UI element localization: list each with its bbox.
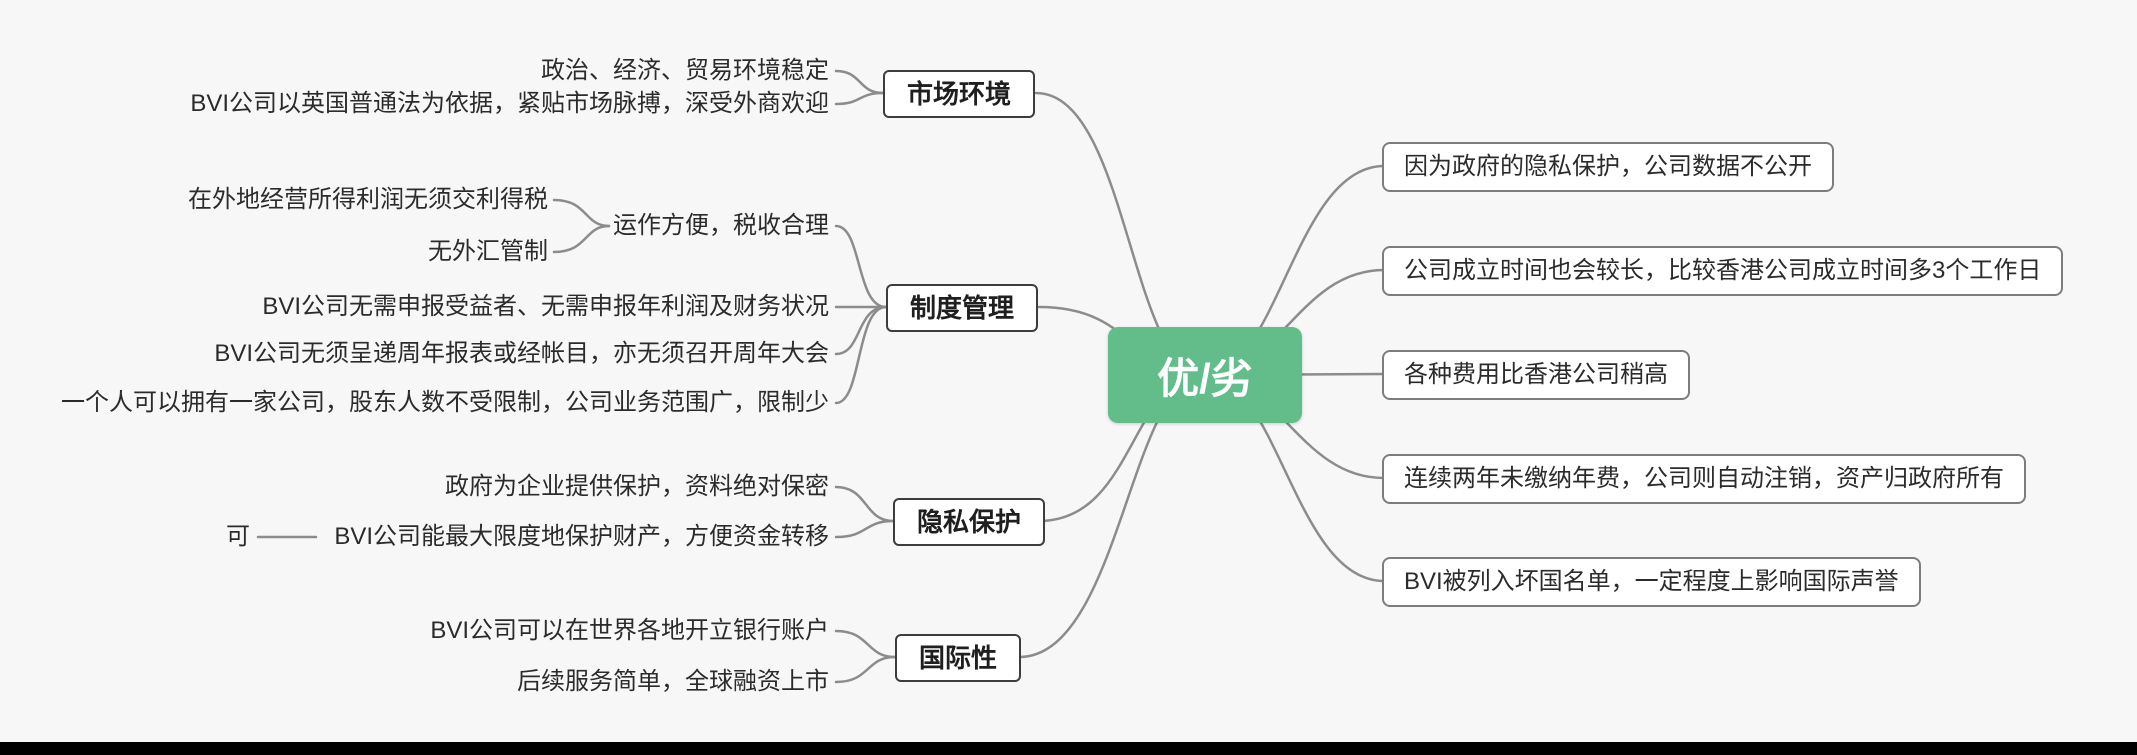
center-node[interactable]: 优/劣	[1108, 327, 1302, 423]
leaf-system-4[interactable]: 一个人可以拥有一家公司，股东人数不受限制，公司业务范围广，限制少	[61, 389, 829, 416]
connector-system-leaf-4	[834, 305, 888, 405]
category-internationality[interactable]: 国际性	[895, 634, 1022, 682]
connector-market-leaf-2	[834, 91, 885, 106]
leaf-intl-2[interactable]: 后续服务简单，全球融资上市	[517, 668, 829, 695]
leaf-privacy-1[interactable]: 政府为企业提供保护，资料绝对保密	[445, 473, 829, 500]
leaf-privacy-2[interactable]: BVI公司能最大限度地保护财产，方便资金转移	[334, 523, 829, 550]
leaf-privacy-child-ke[interactable]: 可	[226, 523, 250, 550]
category-market-environment[interactable]: 市场环境	[883, 70, 1036, 118]
right-box-2[interactable]: 公司成立时间也会较长，比较香港公司成立时间多3个工作日	[1382, 246, 2064, 296]
leaf-market-1[interactable]: 政治、经济、贸易环境稳定	[541, 57, 829, 84]
right-box-3[interactable]: 各种费用比香港公司稍高	[1382, 350, 1690, 400]
connector-privacy-leaf-2	[834, 519, 895, 539]
connector-sub-leaf-2	[552, 224, 611, 254]
leaf-system-sub-2[interactable]: 无外汇管制	[428, 238, 548, 265]
category-system-management[interactable]: 制度管理	[886, 284, 1039, 332]
bottom-black-bar	[0, 742, 2137, 755]
leaf-system-3[interactable]: BVI公司无须呈递周年报表或经帐目，亦无须召开周年大会	[214, 340, 829, 367]
right-box-5[interactable]: BVI被列入坏国名单，一定程度上影响国际声誉	[1382, 557, 1921, 607]
connector-sub-leaf-1	[552, 198, 611, 228]
connector-privacy-leaf-1	[834, 485, 895, 523]
leaf-intl-1[interactable]: BVI公司可以在世界各地开立银行账户	[430, 617, 829, 644]
right-box-1[interactable]: 因为政府的隐私保护，公司数据不公开	[1382, 142, 1834, 192]
category-privacy-protection[interactable]: 隐私保护	[893, 498, 1046, 546]
connector-market-leaf-1	[834, 69, 885, 95]
leaf-market-2[interactable]: BVI公司以英国普通法为依据，紧贴市场脉搏，深受外商欢迎	[190, 90, 829, 117]
right-box-4[interactable]: 连续两年未缴纳年费，公司则自动注销，资产归政府所有	[1382, 454, 2026, 504]
connector-system-leaf-1	[834, 224, 888, 309]
connector-intl-leaf-1	[834, 629, 897, 659]
leaf-system-1[interactable]: 运作方便，税收合理	[613, 212, 829, 239]
leaf-system-2[interactable]: BVI公司无需申报受益者、无需申报年利润及财务状况	[262, 293, 829, 320]
leaf-system-sub-1[interactable]: 在外地经营所得利润无须交利得税	[188, 186, 548, 213]
connector-intl-leaf-2	[834, 655, 897, 684]
